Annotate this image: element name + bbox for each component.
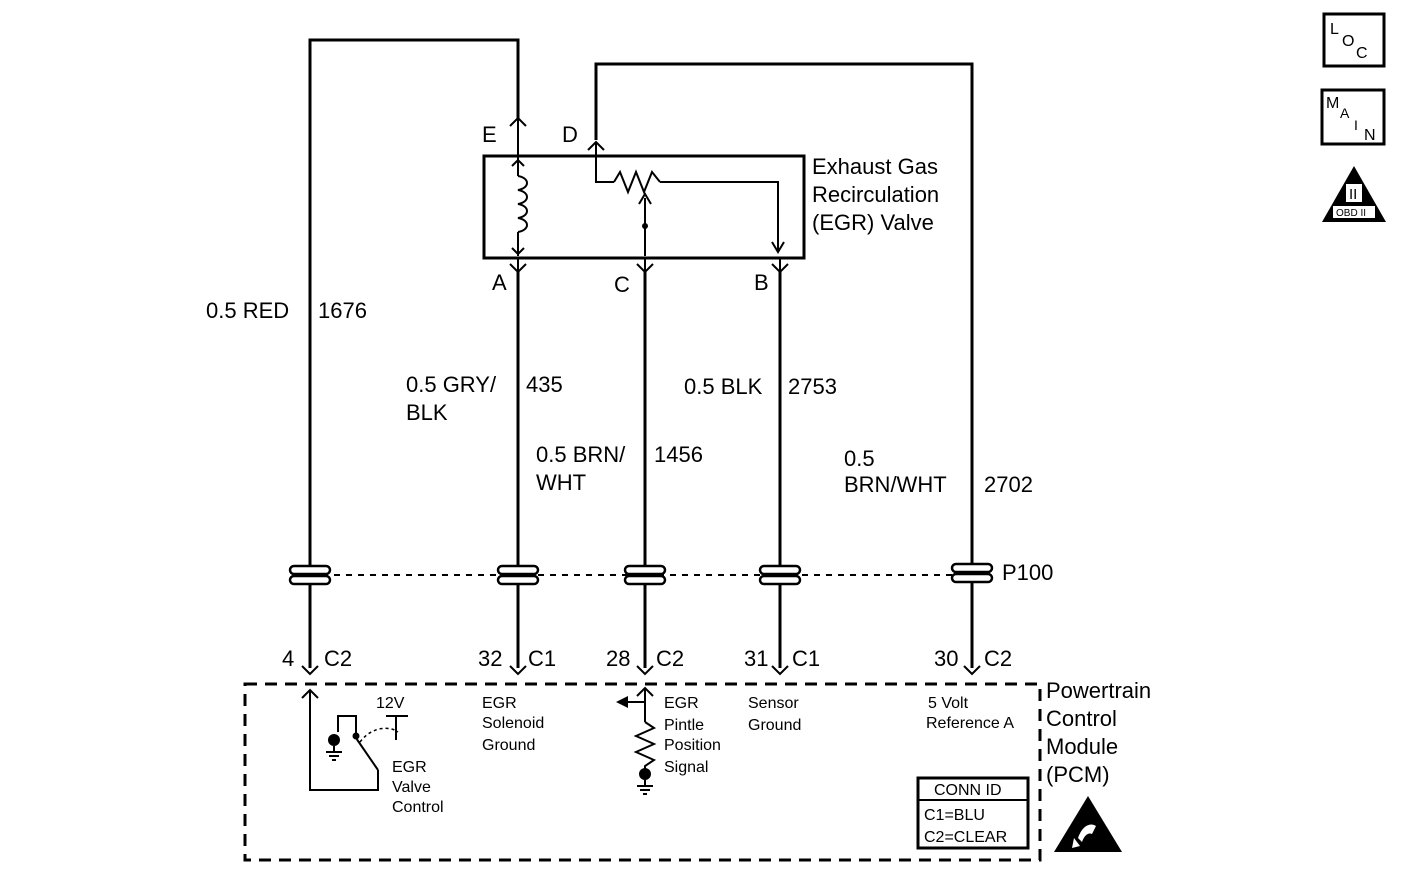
voltage-12v-label: 12V — [376, 695, 405, 712]
wire-brn-wht-2702-label2: BRN/WHT — [844, 472, 947, 497]
main-icon-m: M — [1326, 95, 1339, 112]
terminal-d — [587, 140, 605, 156]
wire-brn-wht-2702-label1: 0.5 — [844, 446, 875, 471]
wire-brn-wht-1456-label2: WHT — [536, 470, 586, 495]
loc-icon[interactable]: L O C — [1322, 12, 1386, 68]
conn-id-c1: C1=BLU — [924, 807, 985, 824]
terminal-c — [636, 258, 654, 274]
pcm-pin-28-num: 28 — [606, 646, 630, 671]
egr-pintle-line1: EGR — [664, 695, 699, 712]
conn-id-box — [916, 776, 1030, 850]
p100-connector-halves — [288, 562, 994, 586]
pcm-terminal-32 — [509, 665, 527, 676]
pcm-terminal-4 — [301, 665, 319, 676]
main-icon-a: A — [1340, 105, 1350, 121]
main-icon-i: I — [1354, 117, 1358, 133]
conn-id-title: CONN ID — [934, 782, 1002, 799]
wire-brn-wht-2702-circuit: 2702 — [984, 472, 1033, 497]
solenoid-coil-icon — [511, 156, 528, 256]
pcm-pin-32-conn: C1 — [528, 646, 556, 671]
egr-driver-circuit — [301, 688, 408, 791]
conn-id-c2: C2=CLEAR — [924, 829, 1007, 846]
sensor-ground-line2: Ground — [748, 717, 801, 734]
pcm-pin-30-conn: C2 — [984, 646, 1012, 671]
pin-label-d: D — [562, 122, 578, 147]
egr-valve-name-line2: Recirculation — [812, 182, 939, 207]
egr-valve-control-line1: EGR — [392, 759, 427, 776]
wire-blk-label: 0.5 BLK — [684, 374, 763, 399]
pcm-pin-31-conn: C1 — [792, 646, 820, 671]
egr-valve-control-line3: Control — [392, 799, 444, 816]
wire-red-circuit: 1676 — [318, 298, 367, 323]
wire-red-1676 — [308, 38, 520, 668]
egr-solenoid-ground-line2: Solenoid — [482, 715, 544, 732]
obd-ii-mark: II — [1349, 186, 1357, 203]
main-icon[interactable]: M A I N — [1320, 88, 1386, 146]
pcm-pin-30-num: 30 — [934, 646, 958, 671]
egr-valve-name-line1: Exhaust Gas — [812, 154, 938, 179]
obd-ii-label: OBD II — [1336, 208, 1366, 219]
egr-solenoid-ground-line1: EGR — [482, 695, 517, 712]
egr-pintle-line4: Signal — [664, 759, 708, 776]
wire-gry-blk-label2: BLK — [406, 400, 448, 425]
five-volt-ref-line2: Reference A — [926, 715, 1014, 732]
wire-red-label: 0.5 RED — [206, 298, 289, 323]
terminal-b — [771, 258, 789, 274]
loc-icon-c: C — [1356, 45, 1368, 62]
egr-valve-control-line2: Valve — [392, 779, 431, 796]
pcm-terminal-30 — [963, 665, 981, 676]
loc-icon-o: O — [1342, 33, 1354, 50]
egr-pintle-line3: Position — [664, 737, 721, 754]
pin-label-b: B — [754, 270, 769, 295]
wire-brn-wht-1456-circuit: 1456 — [654, 442, 703, 467]
terminal-a — [509, 258, 527, 274]
obd-ii-icon[interactable]: II OBD II — [1322, 166, 1386, 222]
wire-brn-wht-2702 — [594, 62, 974, 668]
egr-pintle-line2: Pintle — [664, 717, 704, 734]
pcm-box — [243, 682, 1042, 862]
pcm-name-line3: Module — [1046, 734, 1118, 759]
pintle-signal-circuit — [616, 686, 657, 795]
pin-label-c: C — [614, 272, 630, 297]
wire-gry-blk-circuit: 435 — [526, 372, 563, 397]
pcm-pin-4-num: 4 — [282, 646, 294, 671]
pcm-pin-4-conn: C2 — [324, 646, 352, 671]
potentiometer-icon — [595, 156, 785, 256]
pcm-terminal-31 — [771, 665, 789, 676]
terminal-e — [509, 116, 527, 156]
pin-label-e: E — [482, 122, 497, 147]
pcm-name-line2: Control — [1046, 706, 1117, 731]
p100-label: P100 — [1002, 560, 1053, 585]
main-icon-n: N — [1364, 127, 1376, 144]
egr-solenoid-ground-line3: Ground — [482, 737, 535, 754]
pcm-pin-31-num: 31 — [744, 646, 768, 671]
wire-gry-blk-label1: 0.5 GRY/ — [406, 372, 497, 397]
pcm-pin-32-num: 32 — [478, 646, 502, 671]
loc-icon-l: L — [1330, 21, 1339, 38]
pcm-pin-28-conn: C2 — [656, 646, 684, 671]
esd-warning-icon — [1054, 796, 1122, 852]
wire-blk-circuit: 2753 — [788, 374, 837, 399]
egr-valve-name-line3: (EGR) Valve — [812, 210, 934, 235]
pcm-terminal-28 — [636, 665, 654, 676]
pcm-name-line4: (PCM) — [1046, 762, 1110, 787]
pin-label-a: A — [492, 270, 507, 295]
pcm-name-line1: Powertrain — [1046, 678, 1151, 703]
sensor-ground-line1: Sensor — [748, 695, 799, 712]
wire-brn-wht-1456-label1: 0.5 BRN/ — [536, 442, 626, 467]
five-volt-ref-line1: 5 Volt — [928, 695, 969, 712]
